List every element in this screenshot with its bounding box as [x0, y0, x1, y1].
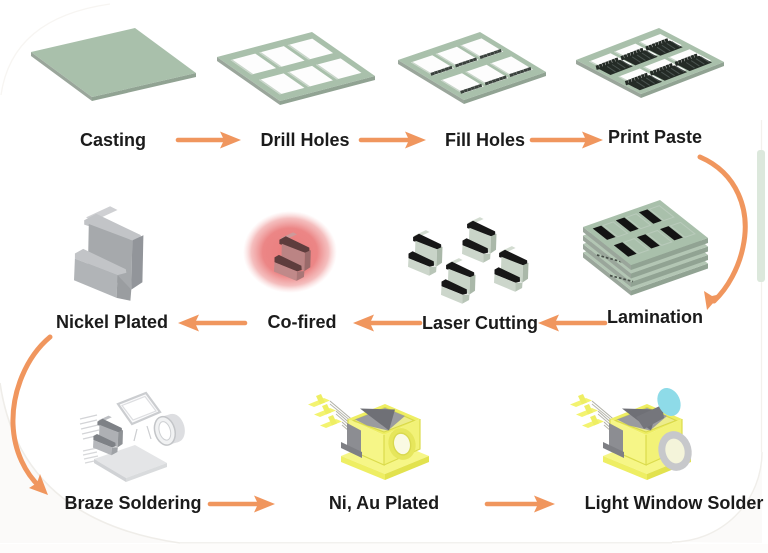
svg-text:Print Paste: Print Paste [608, 127, 702, 147]
svg-text:Co-fired: Co-fired [268, 312, 337, 332]
svg-text:Light Window Solder: Light Window Solder [585, 493, 764, 513]
svg-text:Ni, Au Plated: Ni, Au Plated [329, 493, 439, 513]
svg-text:Braze Soldering: Braze Soldering [64, 493, 201, 513]
svg-text:Fill Holes: Fill Holes [445, 130, 525, 150]
svg-text:Drill Holes: Drill Holes [260, 130, 349, 150]
svg-text:Nickel Plated: Nickel Plated [56, 312, 168, 332]
svg-text:Lamination: Lamination [607, 307, 703, 327]
svg-text:Laser Cutting: Laser Cutting [422, 313, 538, 333]
svg-text:Casting: Casting [80, 130, 146, 150]
